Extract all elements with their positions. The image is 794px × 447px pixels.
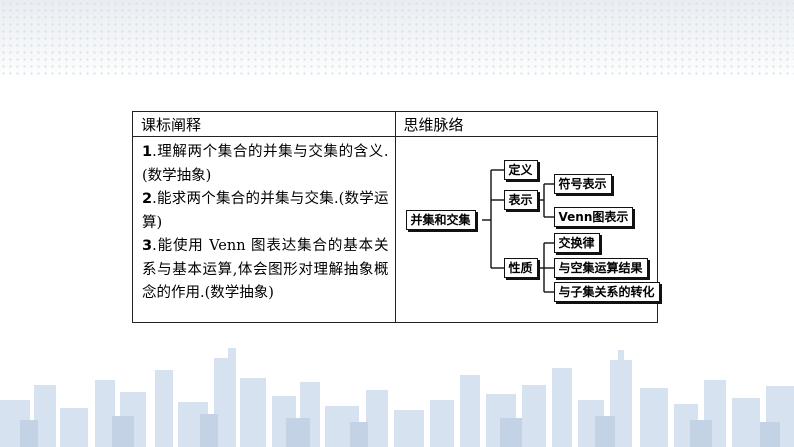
standard-number: 2 bbox=[142, 191, 153, 207]
standard-number: 1 bbox=[142, 144, 153, 160]
mindmap-node-properties: 性质 bbox=[503, 258, 538, 278]
content-table: 课标阐释 思维脉络 1.理解两个集合的并集与交集的含义.(数学抽象) 2.能求两… bbox=[132, 111, 660, 323]
mind-map: 并集和交集 定义 表示 符号表示 Venn图表示 性质 交换律 与空集运算结果 … bbox=[396, 137, 684, 322]
mindmap-cell: 并集和交集 定义 表示 符号表示 Venn图表示 性质 交换律 与空集运算结果 … bbox=[394, 136, 660, 323]
mindmap-node-definition: 定义 bbox=[503, 160, 538, 180]
col-header-mindmap: 思维脉络 bbox=[394, 111, 658, 137]
mindmap-node-venn: Venn图表示 bbox=[553, 207, 634, 227]
mindmap-node-symbol: 符号表示 bbox=[553, 174, 612, 194]
dot-pattern bbox=[0, 0, 794, 78]
mindmap-node-commutative: 交换律 bbox=[553, 233, 600, 253]
header-background bbox=[0, 0, 794, 78]
mindmap-root-node: 并集和交集 bbox=[405, 210, 476, 230]
standard-item-3: 3.能使用 Venn 图表达集合的基本关系与基本运算,体会图形对理解抽象概念的作… bbox=[142, 235, 389, 306]
standard-text: .理解两个集合的并集与交集的含义.(数学抽象) bbox=[142, 144, 389, 184]
standards-cell: 1.理解两个集合的并集与交集的含义.(数学抽象) 2.能求两个集合的并集与交集.… bbox=[132, 136, 396, 323]
mindmap-node-subset: 与子集关系的转化 bbox=[553, 282, 660, 302]
standard-item-1: 1.理解两个集合的并集与交集的含义.(数学抽象) bbox=[142, 141, 389, 188]
mindmap-node-empty-set: 与空集运算结果 bbox=[553, 258, 648, 278]
mindmap-node-representation: 表示 bbox=[503, 190, 538, 210]
standard-number: 3 bbox=[142, 238, 153, 254]
standard-text: .能使用 Venn 图表达集合的基本关系与基本运算,体会图形对理解抽象概念的作用… bbox=[142, 238, 389, 301]
city-skyline-decoration bbox=[0, 348, 794, 447]
standard-text: .能求两个集合的并集与交集.(数学运算) bbox=[142, 191, 389, 231]
col-header-standards: 课标阐释 bbox=[132, 111, 396, 137]
mind-map-connectors bbox=[481, 169, 554, 293]
standard-item-2: 2.能求两个集合的并集与交集.(数学运算) bbox=[142, 188, 389, 235]
